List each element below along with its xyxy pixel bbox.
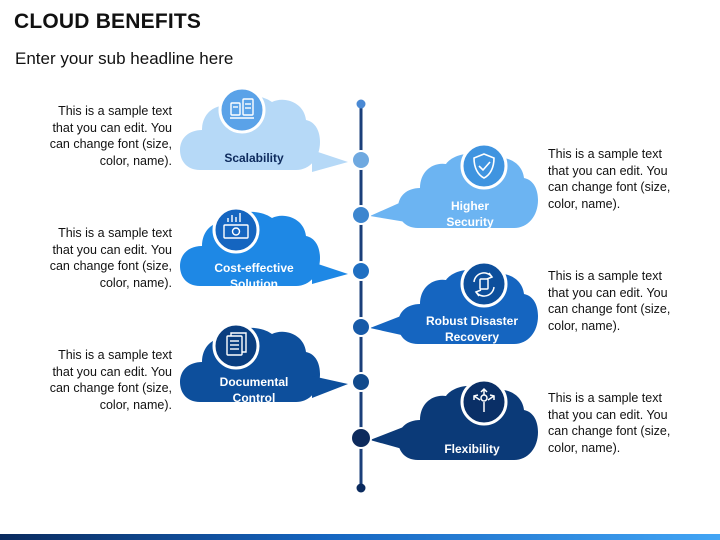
higher-security-label-line1: Higher bbox=[451, 199, 489, 213]
timeline-start-dot bbox=[356, 99, 366, 109]
cloud-disaster-recovery: Robust Disaster Recovery bbox=[370, 260, 538, 344]
disaster-recovery-label-line1: Robust Disaster bbox=[426, 314, 518, 328]
disaster-recovery-label-line2: Recovery bbox=[445, 330, 499, 344]
cost-icon-badge bbox=[212, 206, 260, 254]
money-chart-icon bbox=[223, 213, 249, 239]
documental-control-label-line2: Control bbox=[233, 391, 276, 405]
flexibility-arrows-icon bbox=[473, 387, 495, 412]
timeline-node-6 bbox=[350, 427, 372, 449]
bottom-accent-bar bbox=[0, 534, 720, 540]
higher-security-label-line2: Security bbox=[446, 215, 494, 229]
security-icon-badge bbox=[460, 142, 508, 190]
cost-effective-label-line2: Solution bbox=[230, 277, 278, 291]
cloud-flexibility: Flexibility bbox=[370, 378, 538, 460]
cloud-scalability: Scalability bbox=[180, 86, 348, 172]
flexibility-label: Flexibility bbox=[444, 442, 500, 456]
scalability-icon-badge bbox=[218, 86, 266, 134]
recovery-icon-badge bbox=[460, 260, 508, 308]
document-icon bbox=[226, 332, 247, 356]
cost-effective-label-line1: Cost-effective bbox=[214, 261, 294, 275]
cloud-cost-effective: Cost-effective Solution bbox=[180, 206, 348, 291]
page-title: CLOUD BENEFITS bbox=[14, 10, 202, 33]
recovery-cycle-icon bbox=[473, 272, 495, 297]
scalability-label: Scalability bbox=[224, 151, 284, 165]
cloud-higher-security: Higher Security bbox=[370, 142, 538, 229]
scale-servers-icon bbox=[230, 98, 254, 119]
cloud-documental-control: Documental Control bbox=[180, 322, 348, 405]
shield-check-icon bbox=[473, 153, 495, 179]
timeline-node-4 bbox=[351, 317, 371, 337]
timeline-node-5 bbox=[351, 372, 371, 392]
timeline-node-3 bbox=[351, 261, 371, 281]
timeline-end-dot bbox=[356, 483, 366, 493]
timeline-node-2 bbox=[351, 205, 371, 225]
document-icon-badge bbox=[212, 322, 260, 370]
page-subtitle: Enter your sub headline here bbox=[15, 49, 234, 68]
documental-control-label-line1: Documental bbox=[220, 375, 289, 389]
timeline-node-1 bbox=[351, 150, 371, 170]
